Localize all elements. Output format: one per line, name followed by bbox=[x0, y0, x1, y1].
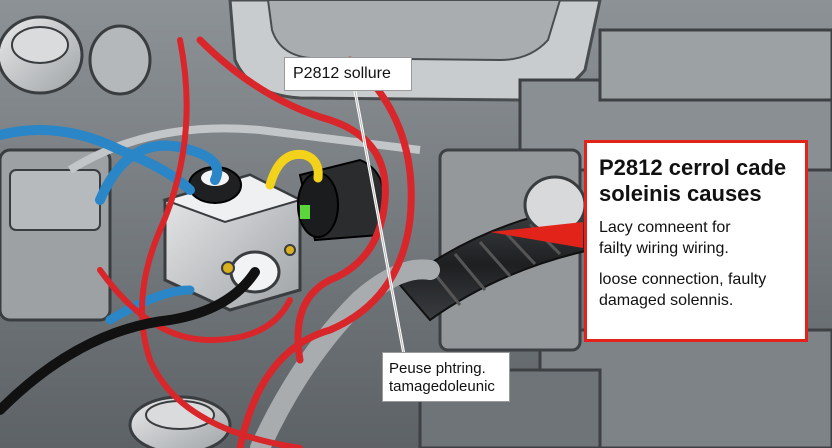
callout-bottom-label: Peuse phtring. tamagedoleunic bbox=[382, 352, 510, 402]
info-card-text-line: loose connection, faulty bbox=[599, 271, 767, 288]
info-card-paragraph: loose connection, faulty damaged solenni… bbox=[599, 269, 795, 311]
info-card-text-line: Lacy comneent for bbox=[599, 219, 731, 236]
callout-pointers bbox=[353, 90, 583, 361]
info-card: P2812 cerrol cade soleinis causes Lacy c… bbox=[584, 140, 808, 342]
info-card-text-line: failty wiring wiring. bbox=[599, 240, 729, 257]
info-card-text-line: damaged solennis. bbox=[599, 292, 734, 309]
reservoir-caps bbox=[0, 15, 232, 448]
wiring bbox=[0, 36, 415, 448]
grey-pipe bbox=[250, 259, 440, 448]
info-card-title-line: P2812 cerrol cade bbox=[599, 155, 787, 180]
callout-top-label: P2812 sollure bbox=[284, 57, 412, 91]
info-card-paragraph: Lacy comneent for failty wiring wiring. bbox=[599, 217, 795, 259]
callout-bottom-line: Peuse phtring. bbox=[389, 360, 486, 377]
info-card-title-line: soleinis causes bbox=[599, 181, 762, 206]
callout-bottom-line: tamagedoleunic bbox=[389, 378, 495, 395]
info-card-title: P2812 cerrol cade soleinis causes bbox=[599, 155, 795, 207]
